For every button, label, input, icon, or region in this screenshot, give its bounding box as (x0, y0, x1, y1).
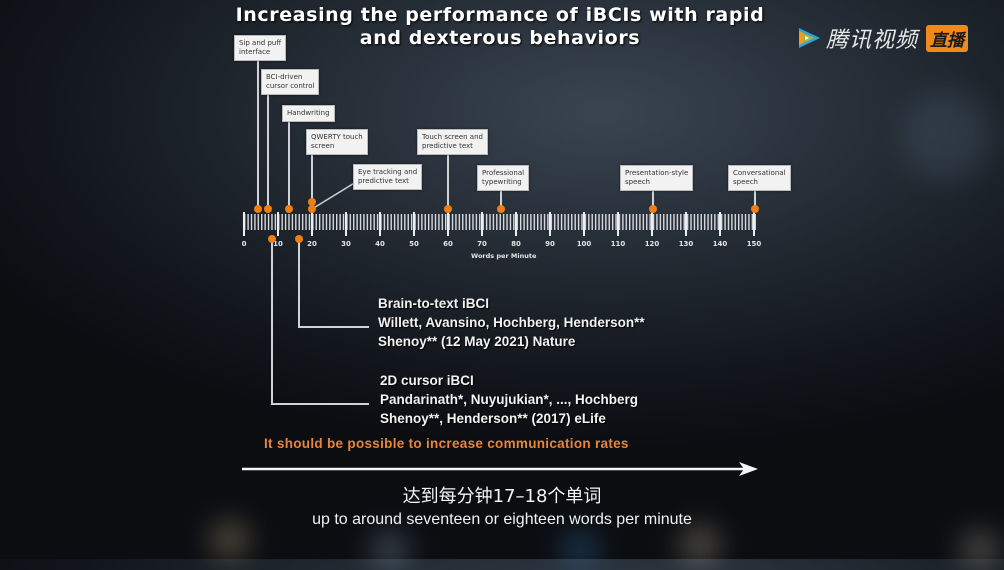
label-bci-cursor: BCI-driven cursor control (261, 69, 320, 95)
label-typewriting: Professional typewriting (477, 165, 530, 191)
data-point-brain-to-text-ibci (295, 235, 303, 243)
axis-tick-label: 10 (273, 240, 283, 248)
slide-title-line1: Increasing the performance of iBCIs with… (235, 4, 765, 26)
tencent-video-watermark: 腾讯视频 直播 (796, 22, 969, 54)
connector-line (754, 188, 756, 209)
axis-tick-label: 120 (644, 240, 660, 248)
wpm-axis-ruler (242, 212, 756, 236)
axis-tick-label: 130 (678, 240, 694, 248)
data-point-bci-cursor (264, 205, 272, 213)
axis-tick-label: 150 (746, 240, 762, 248)
bokeh-light (900, 90, 990, 180)
connector-2d-cursor (271, 240, 369, 405)
bokeh-light (370, 530, 410, 570)
axis-tick-label: 80 (511, 240, 521, 248)
bokeh-light (560, 530, 600, 570)
subtitle-english: up to around seventeen or eighteen words… (312, 511, 692, 528)
axis-tick-label: 140 (712, 240, 728, 248)
play-logo-icon (799, 28, 820, 48)
axis-tick-label: 90 (545, 240, 555, 248)
right-arrow-icon (242, 462, 758, 476)
label-touch-predictive: Touch screen and predictive text (417, 129, 488, 155)
connector-line (500, 188, 502, 209)
data-point-eye-tracking (308, 205, 316, 213)
connector-line (652, 188, 654, 209)
data-point-touch-predictive (444, 205, 452, 213)
axis-tick-label: 110 (610, 240, 626, 248)
subtitle-chinese: 达到每分钟17–18个单词 (402, 486, 602, 507)
axis-tick-label: 50 (409, 240, 419, 248)
axis-tick-label: 30 (341, 240, 351, 248)
bokeh-light (960, 530, 1000, 570)
slide-title-line2: and dexterous behaviors (359, 27, 641, 49)
label-conversational-speech: Conversational speech (728, 165, 791, 191)
data-point-conversational-speech (751, 205, 759, 213)
data-point-2d-cursor-ibci (268, 235, 276, 243)
connector-line (267, 92, 269, 209)
live-badge: 直播 (926, 24, 969, 52)
connector-line (447, 152, 449, 209)
label-presentation-speech: Presentation-style speech (620, 165, 694, 191)
connector-line (288, 118, 290, 209)
brand-text: 腾讯视频 (826, 28, 919, 53)
data-point-sip-and-puff (254, 205, 262, 213)
axis-title: Words per Minute (471, 252, 537, 260)
data-point-handwriting (285, 205, 293, 213)
data-point-qwerty (308, 198, 316, 206)
label-sip-and-puff: Sip and puff interface (234, 35, 287, 61)
connector-line (257, 58, 259, 209)
data-point-presentation-speech (649, 205, 657, 213)
axis-tick-label: 40 (375, 240, 385, 248)
diagonal-connector (311, 181, 357, 210)
label-eye-tracking: Eye tracking and predictive text (353, 164, 423, 190)
communication-rate-note: It should be possible to increase commun… (264, 436, 629, 451)
bokeh-light (680, 525, 720, 565)
axis-tick-label: 60 (443, 240, 453, 248)
label-handwriting: Handwriting (282, 105, 335, 122)
reference-brain-to-text: Brain-to-text iBCI Willett, Avansino, Ho… (378, 296, 645, 349)
reference-2d-cursor: 2D cursor iBCI Pandarinath*, Nuyujukian*… (380, 373, 639, 426)
connector-line (311, 152, 313, 202)
slide-title: Increasing the performance of iBCIs with… (220, 4, 780, 50)
axis-tick-label: 70 (477, 240, 487, 248)
bokeh-light (210, 520, 250, 560)
connector-brain-to-text (298, 240, 369, 328)
axis-tick-label: 20 (307, 240, 317, 248)
axis-tick-label: 100 (576, 240, 592, 248)
label-qwerty: QWERTY touch screen (306, 129, 368, 155)
data-point-typewriting (497, 205, 505, 213)
axis-tick-label: 0 (241, 240, 247, 248)
